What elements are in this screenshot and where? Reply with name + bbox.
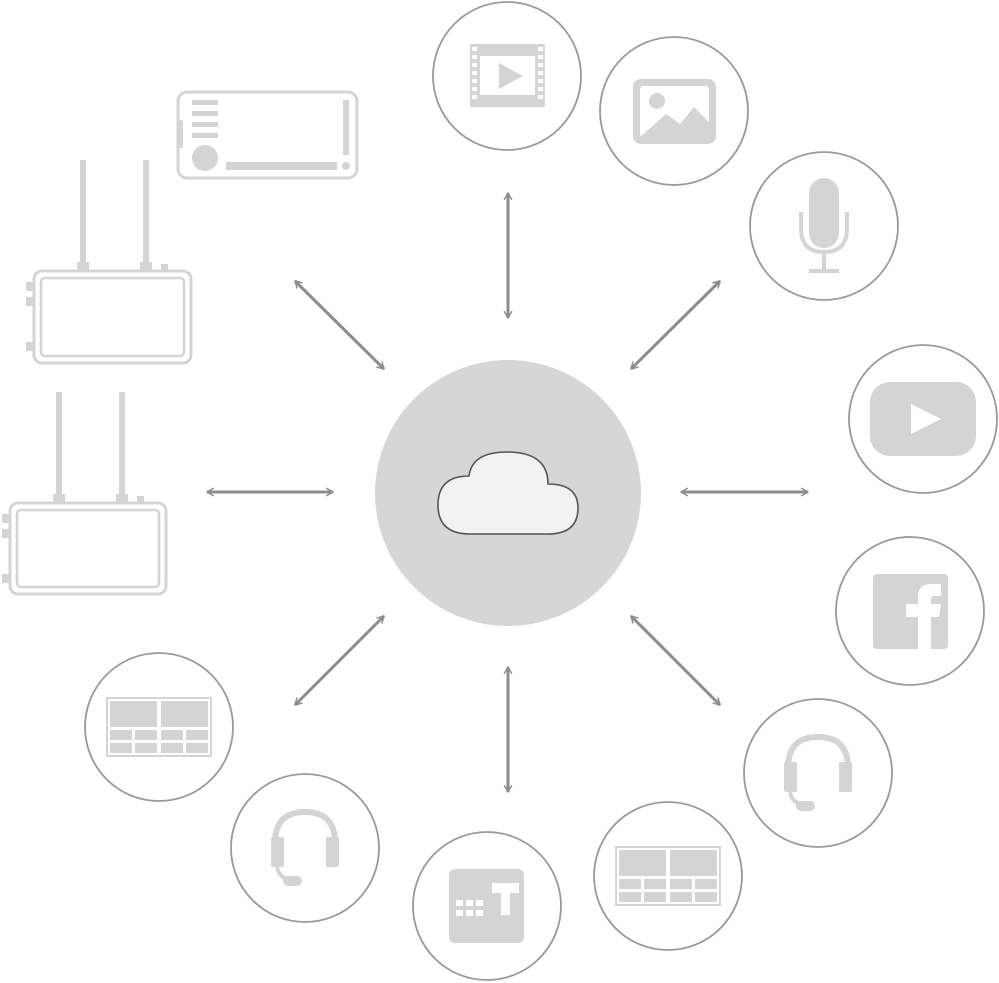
film-play-icon xyxy=(470,44,545,107)
microphone-icon xyxy=(799,178,849,273)
node-headset-left xyxy=(230,773,380,923)
wireless-monitor-icon xyxy=(2,392,168,596)
node-teams xyxy=(412,831,562,981)
switcher-panel-icon xyxy=(615,846,721,906)
arrow-north-east xyxy=(629,279,722,371)
arrow-south-west xyxy=(293,614,386,707)
smartphone-icon xyxy=(176,90,359,180)
node-video xyxy=(432,1,582,151)
node-facebook xyxy=(835,536,985,686)
node-youtube xyxy=(848,344,998,494)
node-image xyxy=(599,36,749,186)
headset-icon xyxy=(784,733,852,811)
headset-icon xyxy=(271,808,339,886)
arrow-south-east xyxy=(629,614,722,707)
wireless-monitor-icon xyxy=(26,160,193,365)
device-monitor-top xyxy=(26,160,193,365)
node-switcher-right xyxy=(593,801,743,951)
device-monitor-bottom xyxy=(2,392,168,596)
switcher-panel-icon xyxy=(106,697,212,757)
cloud-icon xyxy=(437,451,579,535)
device-phone xyxy=(176,90,359,180)
node-headset-right xyxy=(743,698,893,848)
cloud-hub xyxy=(375,360,641,626)
youtube-icon xyxy=(870,382,976,456)
facebook-icon xyxy=(873,574,948,649)
node-microphone xyxy=(749,151,899,301)
teams-icon xyxy=(449,869,524,943)
image-icon xyxy=(633,79,716,144)
arrow-north-west xyxy=(293,279,386,371)
connection-arrows xyxy=(206,192,809,793)
node-switcher-left xyxy=(84,652,234,802)
